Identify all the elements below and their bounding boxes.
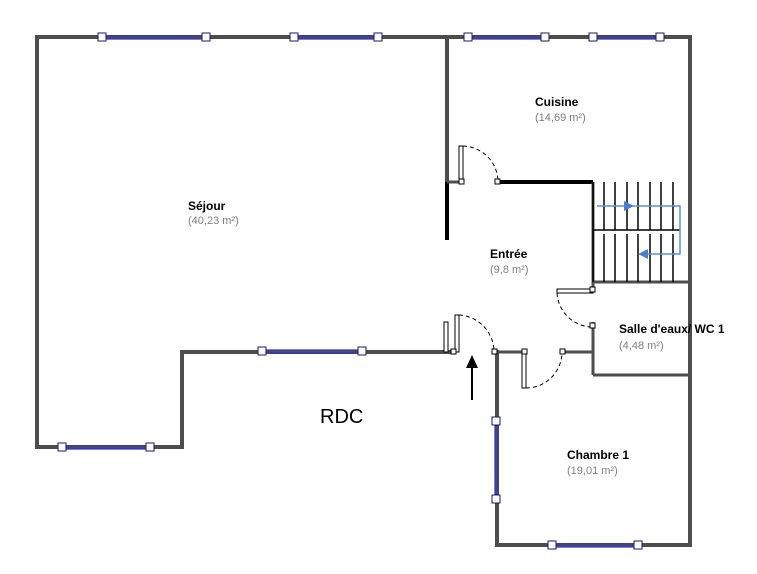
window-top-left [97,32,211,42]
door-chambre [521,348,566,389]
window-chambre-west [491,416,501,504]
room-name: Chambre 1 [567,448,629,462]
room-area: (14,69 m²) [535,112,586,124]
door-kitchen [458,145,501,185]
exterior-wall [35,35,692,547]
windows [57,32,665,550]
level-label: RDC [320,406,363,428]
doors [443,145,596,389]
door-bathroom [556,286,596,329]
room-area: (4,48 m²) [619,340,664,352]
door-entrance [443,314,498,355]
staircase-icon [592,182,681,282]
room-name: Séjour [188,199,226,213]
room-area: (9,8 m²) [490,264,529,276]
room-name: Cuisine [535,95,579,109]
window-sejour-bottom [57,442,155,452]
room-name: Entrée [490,247,528,261]
room-label-entree: Entrée (9,8 m²) [490,247,529,276]
window-chambre-south [547,540,643,550]
window-top-middle [289,32,383,42]
window-kitchen-left [463,32,550,42]
window-kitchen-right [588,32,665,42]
window-sejour-south [257,346,367,356]
room-area: (19,01 m²) [567,465,618,477]
room-label-salle-eau: Salle d'eaux/ WC 1 (4,48 m²) [619,322,725,352]
room-name: Salle d'eaux/ WC 1 [619,322,725,336]
room-area: (40,23 m²) [188,215,239,227]
walls [35,35,692,547]
room-label-sejour: Séjour (40,23 m²) [188,199,239,227]
room-label-cuisine: Cuisine (14,69 m²) [535,95,586,124]
room-label-chambre: Chambre 1 (19,01 m²) [567,448,629,477]
entrance-arrow-icon [466,355,478,400]
